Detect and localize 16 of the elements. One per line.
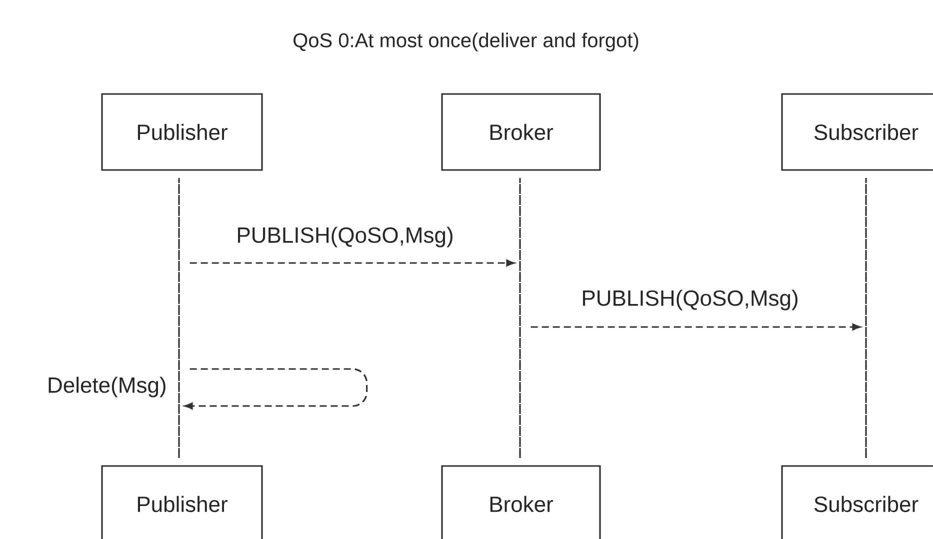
message-arrow <box>190 260 515 266</box>
participant-box: Broker <box>441 465 601 539</box>
participant-box: Publisher <box>101 465 263 539</box>
message-arrow <box>530 324 861 330</box>
message-label: PUBLISH(QoSO,Msg) <box>235 226 455 248</box>
participant-box: Subscriber <box>781 465 933 539</box>
lifeline <box>178 177 180 459</box>
message-label: Delete(Msg) <box>46 376 168 398</box>
title: QoS 0:At most once(deliver and forgot) <box>294 32 638 52</box>
self-message-arrow <box>184 368 368 410</box>
participant-box: Publisher <box>101 93 263 171</box>
participant-box: Subscriber <box>781 93 933 171</box>
participant-box: Broker <box>441 93 601 171</box>
message-label: PUBLISH(QoSO,Msg) <box>580 288 800 312</box>
lifeline <box>519 177 521 459</box>
lifeline <box>865 177 867 459</box>
